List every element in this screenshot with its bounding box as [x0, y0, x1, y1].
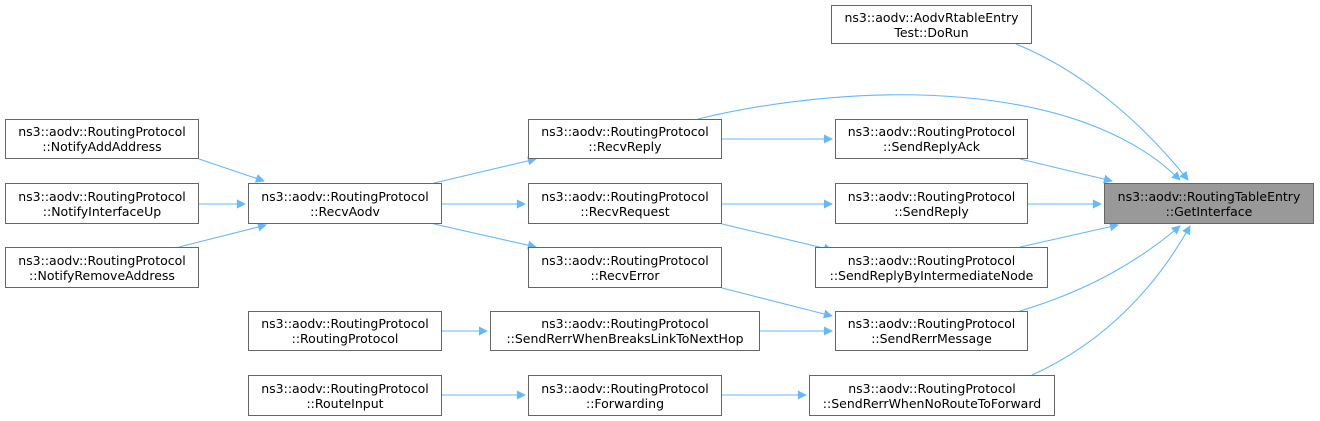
node-notifyremove-line2: ::NotifyRemoveAddress — [29, 267, 175, 283]
node-dorun-line1: ns3::aodv::AodvRtableEntry — [844, 9, 1019, 25]
node-recvreply[interactable]: ns3::aodv::RoutingProtocol ::RecvReply — [528, 119, 722, 159]
edge-dorun-to-target — [1015, 43, 1189, 181]
node-sendreplyinter-line1: ns3::aodv::RoutingProtocol — [847, 252, 1016, 268]
node-recvaodv[interactable]: ns3::aodv::RoutingProtocol ::RecvAodv — [248, 183, 442, 224]
node-notifyup[interactable]: ns3::aodv::RoutingProtocol ::NotifyInter… — [5, 183, 199, 224]
node-target: ns3::aodv::RoutingTableEntry ::GetInterf… — [1104, 183, 1314, 224]
node-senderrmsg[interactable]: ns3::aodv::RoutingProtocol ::SendRerrMes… — [835, 311, 1028, 351]
node-senderrnoroute-line2: ::SendRerrWhenNoRouteToForward — [822, 395, 1042, 411]
node-routingprotocol[interactable]: ns3::aodv::RoutingProtocol ::RoutingProt… — [248, 311, 442, 351]
node-notifyadd-line2: ::NotifyAddAddress — [42, 139, 162, 154]
node-forwarding-line1: ns3::aodv::RoutingProtocol — [541, 380, 709, 396]
node-sendreplyinter-line2: ::SendReplyByIntermediateNode — [829, 267, 1034, 283]
node-notifyadd-line1: ns3::aodv::RoutingProtocol — [18, 124, 186, 139]
node-notifyup-line1: ns3::aodv::RoutingProtocol — [18, 188, 186, 204]
node-sendreply-line2: ::SendReply — [894, 203, 969, 219]
node-notifyremove-line1: ns3::aodv::RoutingProtocol — [18, 252, 186, 268]
node-sendreplyack-line2: ::SendReplyAck — [883, 139, 980, 154]
node-sendreply-line1: ns3::aodv::RoutingProtocol — [847, 188, 1016, 204]
node-sendreplyack-line1: ns3::aodv::RoutingProtocol — [847, 124, 1016, 139]
node-senderrbreaks-line2: ::SendRerrWhenBreaksLinkToNextHop — [506, 331, 744, 346]
node-recvrequest-line1: ns3::aodv::RoutingProtocol — [541, 188, 709, 204]
node-senderrmsg-line2: ::SendRerrMessage — [871, 331, 992, 346]
node-sendreply[interactable]: ns3::aodv::RoutingProtocol ::SendReply — [835, 183, 1028, 224]
edge-recverror-to-senderrmsg — [721, 287, 833, 319]
edge-senderrmsg-to-target — [1019, 225, 1181, 312]
edge-recvrequest-to-sendreplyinter — [721, 223, 833, 253]
node-senderrmsg-line1: ns3::aodv::RoutingProtocol — [847, 316, 1016, 331]
node-recvrequest-line2: ::RecvRequest — [580, 203, 670, 219]
node-dorun[interactable]: ns3::aodv::AodvRtableEntry Test::DoRun — [831, 5, 1032, 44]
node-routeinput-line1: ns3::aodv::RoutingProtocol — [261, 380, 429, 396]
node-recvaodv-line1: ns3::aodv::RoutingProtocol — [261, 188, 429, 204]
edge-senderrnoroute-to-target — [1031, 225, 1191, 376]
node-senderrnoroute-line1: ns3::aodv::RoutingProtocol — [848, 380, 1016, 396]
node-recvreply-line1: ns3::aodv::RoutingProtocol — [541, 124, 709, 139]
edge-sendreplyinter-to-target — [1019, 222, 1119, 248]
edge-sendreplyack-to-target — [1019, 158, 1113, 184]
node-target-line1: ns3::aodv::RoutingTableEntry — [1117, 188, 1301, 204]
node-forwarding-line2: ::Forwarding — [585, 395, 665, 411]
node-dorun-line2: Test::DoRun — [894, 24, 969, 40]
node-notifyadd[interactable]: ns3::aodv::RoutingProtocol ::NotifyAddAd… — [5, 119, 199, 159]
node-routeinput[interactable]: ns3::aodv::RoutingProtocol ::RouteInput — [248, 375, 442, 416]
node-senderrbreaks[interactable]: ns3::aodv::RoutingProtocol ::SendRerrWhe… — [490, 311, 760, 351]
node-target-line2: ::GetInterface — [1165, 203, 1253, 219]
node-notifyup-line2: ::NotifyInterfaceUp — [42, 203, 162, 219]
node-routingprotocol-line1: ns3::aodv::RoutingProtocol — [261, 316, 429, 331]
edge-recvreply-to-target — [697, 94, 1181, 181]
node-recverror-line1: ns3::aodv::RoutingProtocol — [541, 252, 709, 268]
edge-notifyremove-to-recvaodv — [178, 222, 267, 248]
node-recvaodv-line2: ::RecvAodv — [310, 203, 380, 219]
node-senderrbreaks-line1: ns3::aodv::RoutingProtocol — [541, 316, 709, 331]
node-recverror-line2: ::RecvError — [590, 267, 660, 283]
edge-notifyadd-to-recvaodv — [198, 158, 265, 183]
node-routingprotocol-line2: ::RoutingProtocol — [291, 331, 399, 346]
edge-recvaodv-to-recvreply — [433, 156, 537, 184]
node-senderrnoroute[interactable]: ns3::aodv::RoutingProtocol ::SendRerrWhe… — [809, 375, 1055, 416]
edge-recvaodv-to-recverror — [433, 223, 537, 250]
node-sendreplyinter[interactable]: ns3::aodv::RoutingProtocol ::SendReplyBy… — [815, 247, 1048, 288]
node-forwarding[interactable]: ns3::aodv::RoutingProtocol ::Forwarding — [528, 375, 722, 416]
node-notifyremove[interactable]: ns3::aodv::RoutingProtocol ::NotifyRemov… — [5, 247, 199, 288]
node-sendreplyack[interactable]: ns3::aodv::RoutingProtocol ::SendReplyAc… — [835, 119, 1028, 159]
node-recvrequest[interactable]: ns3::aodv::RoutingProtocol ::RecvRequest — [528, 183, 722, 224]
node-routeinput-line2: ::RouteInput — [306, 395, 384, 411]
node-recvreply-line2: ::RecvReply — [588, 139, 662, 154]
node-recverror[interactable]: ns3::aodv::RoutingProtocol ::RecvError — [528, 247, 722, 288]
